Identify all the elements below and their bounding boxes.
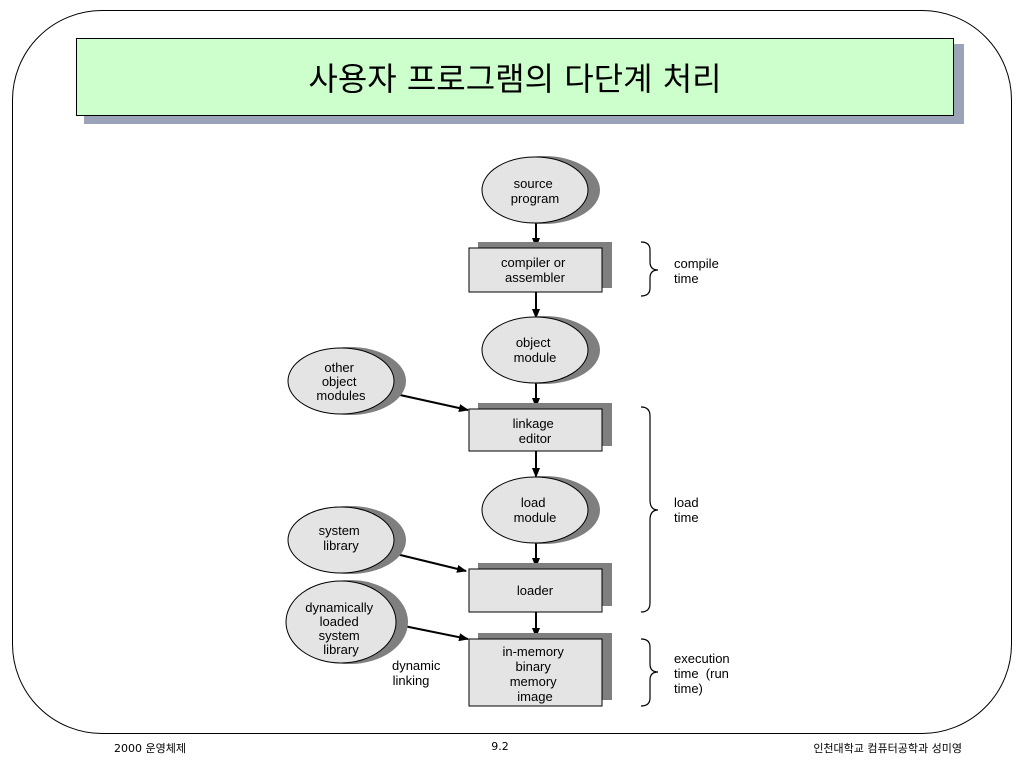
node-ellipse bbox=[481, 476, 589, 544]
node-ellipse bbox=[287, 506, 395, 574]
arrow-system-to-loader bbox=[387, 551, 467, 573]
node-label-line: system bbox=[319, 628, 360, 643]
node-label: in-memory binary memory image bbox=[502, 644, 567, 704]
node-system-library: system library bbox=[287, 506, 406, 574]
node-ellipse bbox=[287, 347, 395, 415]
node-ellipse bbox=[285, 580, 397, 664]
node-dynamically-loaded-system-library: dynamically loaded system library bbox=[285, 580, 408, 664]
arrow-other-to-linkage bbox=[390, 392, 469, 412]
node-label-line: compiler or bbox=[501, 255, 566, 270]
node-label-line: object bbox=[322, 374, 357, 389]
brace-load-time bbox=[640, 406, 659, 613]
node-label-line: loaded bbox=[320, 614, 359, 629]
node-label-line: source bbox=[514, 176, 553, 191]
node-label-line: module bbox=[514, 350, 557, 365]
slide-title-text: 사용자 프로그램의 다단계 처리 bbox=[308, 60, 722, 98]
annotation-line: time bbox=[674, 510, 699, 525]
slide-title: 사용자 프로그램의 다단계 처리 bbox=[76, 38, 954, 116]
node-label-line: in-memory bbox=[502, 644, 564, 659]
footer-page-number: 9.2 bbox=[491, 740, 509, 753]
node-label: source program bbox=[511, 176, 559, 206]
node-label: object module bbox=[514, 335, 557, 365]
node-label-line: loader bbox=[517, 583, 554, 598]
node-label-line: load bbox=[521, 495, 546, 510]
node-label-line: object bbox=[516, 335, 551, 350]
node-ellipse bbox=[481, 316, 589, 384]
node-label-line: linkage bbox=[513, 416, 554, 431]
annotation-line: compile bbox=[674, 256, 719, 271]
footer-author: 인천대학교 컴퓨터공학과 성미영 bbox=[813, 742, 962, 755]
footer-course: 2000 운영체제 bbox=[114, 742, 186, 755]
node-label-line: binary bbox=[515, 659, 551, 674]
slide-frame bbox=[12, 10, 1012, 734]
node-ellipse bbox=[481, 156, 589, 224]
node-label: load module bbox=[514, 495, 557, 525]
node-label-line: other bbox=[324, 360, 354, 375]
brace-execution-time bbox=[640, 638, 659, 707]
node-label-line: system bbox=[319, 523, 360, 538]
node-other-object-modules: other object modules bbox=[287, 347, 406, 415]
annotation-line: time) bbox=[674, 681, 703, 696]
annotation-line: time (run bbox=[674, 666, 729, 681]
annotation-dynamic-linking: dynamic linking bbox=[392, 658, 444, 688]
node-rect bbox=[468, 247, 603, 293]
node-object-module: object module bbox=[481, 316, 600, 384]
annotation-line: dynamic bbox=[392, 658, 441, 673]
node-label-line: library bbox=[323, 538, 359, 553]
node-label: system library bbox=[319, 523, 364, 553]
node-label-line: library bbox=[323, 642, 359, 657]
annotation-line: time bbox=[674, 271, 699, 286]
node-rect bbox=[468, 408, 603, 452]
annotation-line: execution bbox=[674, 651, 730, 666]
annotation-execution-time: execution time (run time) bbox=[674, 651, 730, 696]
node-label: dynamically loaded system library bbox=[305, 600, 377, 657]
node-label-line: assembler bbox=[505, 270, 566, 285]
node-linkage-editor: linkage editor bbox=[468, 403, 612, 452]
node-label-line: dynamically bbox=[305, 600, 373, 615]
node-label-line: editor bbox=[519, 431, 552, 446]
node-loader: loader bbox=[468, 563, 612, 613]
node-source-program: source program bbox=[481, 156, 600, 224]
node-rect bbox=[468, 568, 603, 613]
node-label: compiler or assembler bbox=[501, 255, 569, 285]
braces bbox=[640, 241, 659, 707]
node-label: loader bbox=[517, 583, 554, 598]
annotation-line: load bbox=[674, 495, 699, 510]
node-label: other object modules bbox=[316, 360, 366, 403]
annotation-compile-time: compile time bbox=[674, 256, 722, 286]
node-label-line: program bbox=[511, 191, 559, 206]
node-label-line: module bbox=[514, 510, 557, 525]
annotation-line: linking bbox=[393, 673, 430, 688]
node-label: linkage editor bbox=[513, 416, 558, 446]
annotation-load-time: load time bbox=[674, 495, 702, 525]
node-compiler-or-assembler: compiler or assembler bbox=[468, 242, 612, 293]
node-rect bbox=[468, 638, 603, 707]
node-label-line: modules bbox=[316, 388, 366, 403]
node-in-memory-binary-memory-image: in-memory binary memory image bbox=[468, 633, 612, 707]
brace-compile-time bbox=[640, 241, 659, 297]
node-label-line: image bbox=[517, 689, 552, 704]
node-label-line: memory bbox=[510, 674, 557, 689]
arrow-dynlib-to-inmemory bbox=[403, 625, 469, 642]
node-load-module: load module bbox=[481, 476, 600, 544]
